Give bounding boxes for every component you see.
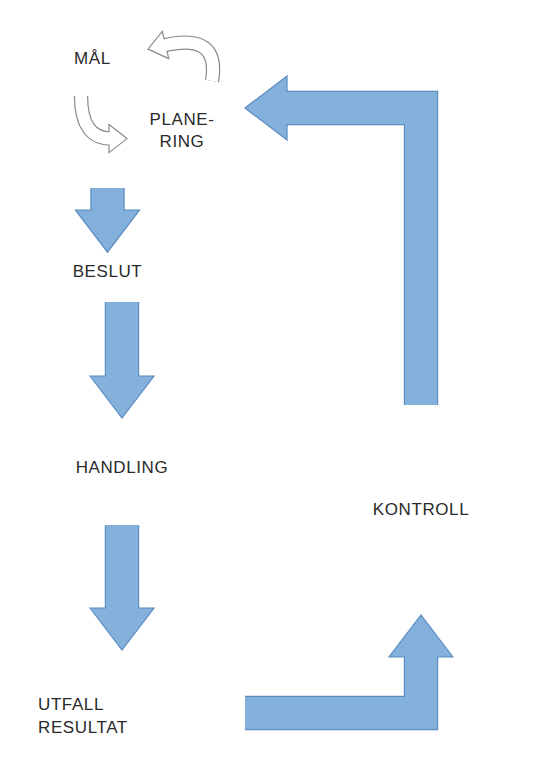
eye xyxy=(453,455,489,468)
eye xyxy=(353,455,389,468)
node-label: BESLUT xyxy=(73,261,143,283)
goal-cloud: MÅL xyxy=(35,18,150,100)
block-arrow xyxy=(90,302,154,418)
block-arrow xyxy=(148,31,213,81)
block-arrow xyxy=(245,615,453,713)
control-circle: KONTROLL xyxy=(316,405,526,615)
node-label: MÅL xyxy=(74,48,111,70)
block-arrow xyxy=(245,76,421,405)
node-label: UTFALL RESULTAT xyxy=(38,694,128,738)
block-arrow xyxy=(76,188,140,252)
decision-cloud: BESLUT xyxy=(30,192,185,332)
block-arrow xyxy=(81,96,127,153)
action-burst: HANDLING xyxy=(10,318,234,598)
node-label: KONTROLL xyxy=(373,499,469,521)
node-label: PLANE- RING xyxy=(149,109,214,153)
planning-cloud: PLANE- RING xyxy=(122,75,242,181)
group-box: MÅL PLANE- RING xyxy=(12,8,245,188)
block-arrow xyxy=(90,525,154,650)
node-label: HANDLING xyxy=(76,457,169,479)
rect-outline xyxy=(12,8,245,188)
outcome-box: UTFALL RESULTAT xyxy=(12,650,245,775)
